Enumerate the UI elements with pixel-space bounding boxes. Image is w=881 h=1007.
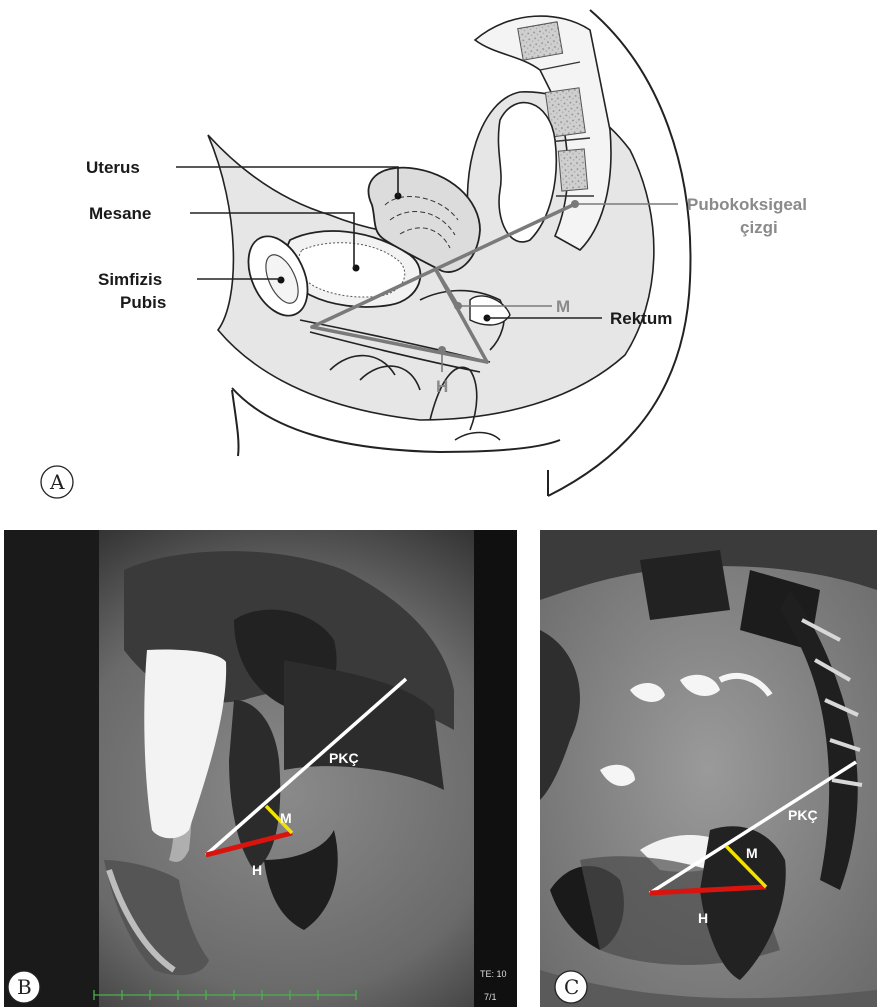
mri-c-m: M [746,845,758,861]
mri-b-m: M [280,810,292,826]
label-mesane: Mesane [89,204,151,223]
label-pubokoksigeal: Pubokoksigeal [687,195,807,214]
corner-te: TE: 10 [480,969,507,979]
mri-b-h: H [252,862,262,878]
label-pubis: Pubis [120,293,166,312]
label-cizgi: çizgi [740,218,778,237]
panel-b-mri: TE: 10 7/1 PKÇ M H B [4,530,517,1007]
panel-a-diagram: Uterus Mesane Simfizis Pubis Pubokoksige… [0,0,881,500]
panel-letter-b: B [17,975,32,999]
label-h: H [436,377,448,396]
label-simfizis: Simfizis [98,270,162,289]
corner-date: 7/1 [484,992,497,1002]
panel-letter-c: C [564,975,579,999]
label-m: M [556,297,570,316]
label-rektum: Rektum [610,309,672,328]
mri-c-h: H [698,910,708,926]
panel-letter-a: A [49,470,65,494]
mri-b-pkc: PKÇ [329,750,359,766]
mri-c-pkc: PKÇ [788,807,818,823]
panel-c-mri: PKÇ M H C [540,530,877,1007]
label-uterus: Uterus [86,158,140,177]
